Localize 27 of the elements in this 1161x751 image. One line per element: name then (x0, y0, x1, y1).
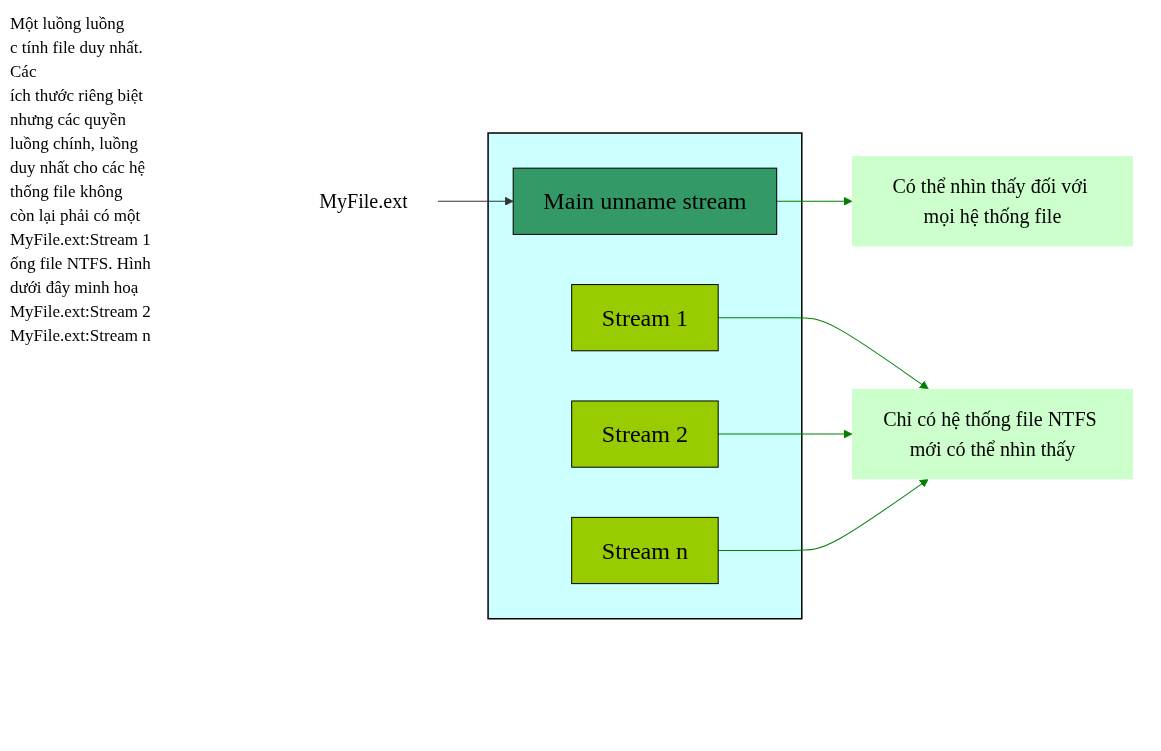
text-label: MyFile.ext:Stream 2 (10, 302, 152, 322)
text-label: thống file không (10, 182, 124, 202)
text-label: luồng chính, luồng (10, 134, 139, 154)
text-label: ích thước riêng biệt (10, 86, 144, 106)
arrow (717, 478, 929, 551)
node-box: Stream n (570, 516, 719, 584)
text-label: Các (10, 62, 38, 82)
text-label: ống file NTFS. Hình (10, 254, 152, 274)
node-box: Stream 1 (570, 283, 719, 351)
text-label: Một luồng luồng (10, 14, 126, 34)
text-label: nhưng các quyền (10, 110, 127, 130)
arrow (717, 316, 929, 389)
text-label: dưới đây minh hoạ (10, 278, 140, 298)
text-label: duy nhất cho các hệ (10, 158, 146, 178)
arrow (775, 196, 852, 206)
arrow (436, 196, 514, 206)
node-text: MyFile.ext (318, 189, 408, 212)
node-box: Chỉ có hệ thống file NTFS mới có thể nhìn thấy (851, 388, 1133, 479)
text-label: MyFile.ext:Stream 1 (10, 230, 152, 250)
text-label: MyFile.ext:Stream n (10, 326, 152, 346)
text-label: còn lại phải có một (10, 206, 142, 226)
node-box: Main unname stream (512, 167, 777, 235)
arrow (717, 429, 852, 439)
node-box: Có thể nhìn thấy đối với mọi hệ thống file (851, 155, 1133, 247)
node-box: Stream 2 (570, 400, 719, 468)
cluster (486, 131, 803, 620)
text-label: c tính file duy nhất. (10, 38, 144, 58)
